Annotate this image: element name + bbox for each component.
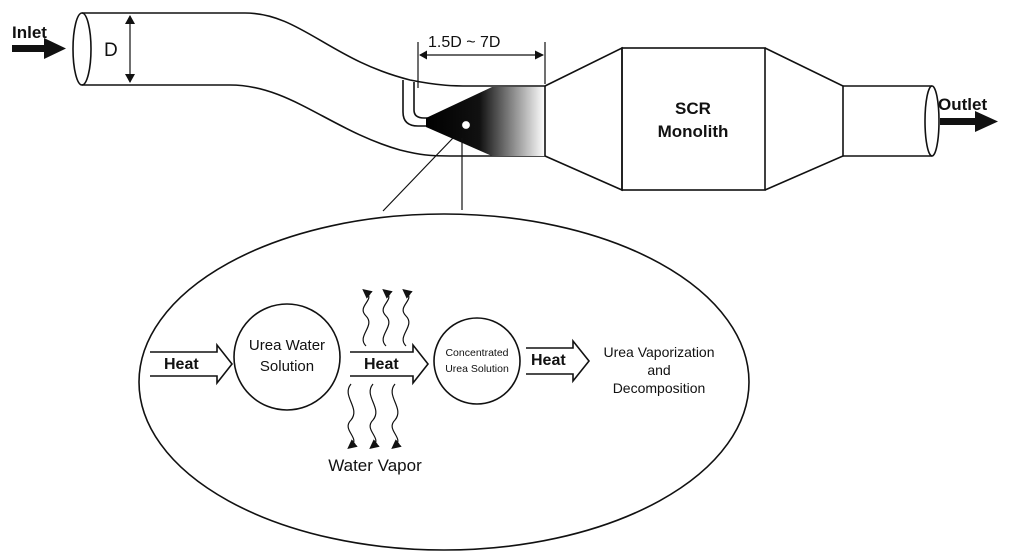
- inlet-arrow: [12, 38, 66, 59]
- heat-label-3: Heat: [531, 352, 566, 369]
- outlet-arrow: [940, 111, 998, 132]
- inlet-pipe: [72, 12, 545, 157]
- spray-droplet: [460, 119, 472, 131]
- detail-ellipse: [138, 213, 750, 551]
- urea-spray-cone: [426, 87, 545, 156]
- diameter-dimension: [125, 15, 135, 83]
- heat-arrow-1: [150, 342, 234, 386]
- vaporization-label-line2: and: [647, 362, 670, 378]
- outlet-label: Outlet: [938, 95, 987, 114]
- heat-arrow-3: [526, 338, 591, 384]
- spacing-label: 1.5D ~ 7D: [428, 34, 500, 51]
- callout-lines: [382, 137, 463, 212]
- heat-label-1: Heat: [164, 356, 199, 373]
- water-vapor-label: Water Vapor: [328, 456, 422, 475]
- heat-arrow-2: [350, 342, 430, 386]
- urea-water-label-line1: Urea Water: [249, 337, 325, 354]
- heat-label-2: Heat: [364, 356, 399, 373]
- vaporization-label-line1: Urea Vaporization: [603, 344, 714, 360]
- vaporization-label-line3: Decomposition: [613, 380, 706, 396]
- scr-label-line1: SCR: [675, 99, 711, 118]
- scr-housing: [544, 46, 940, 192]
- diameter-label: D: [104, 40, 118, 61]
- urea-injector: [402, 80, 432, 127]
- spacing-dimension: [417, 42, 546, 88]
- urea-water-label-line2: Solution: [260, 358, 314, 375]
- concentrated-label-line1: Concentrated: [445, 347, 508, 359]
- concentrated-urea-circle: [433, 317, 521, 405]
- scr-label-line2: Monolith: [658, 122, 729, 141]
- vapor-up-arrows: [362, 288, 413, 347]
- vapor-down-arrows: [347, 383, 402, 450]
- inlet-label: Inlet: [12, 23, 47, 42]
- concentrated-label-line2: Urea Solution: [445, 363, 509, 375]
- urea-water-solution-circle: [233, 303, 341, 411]
